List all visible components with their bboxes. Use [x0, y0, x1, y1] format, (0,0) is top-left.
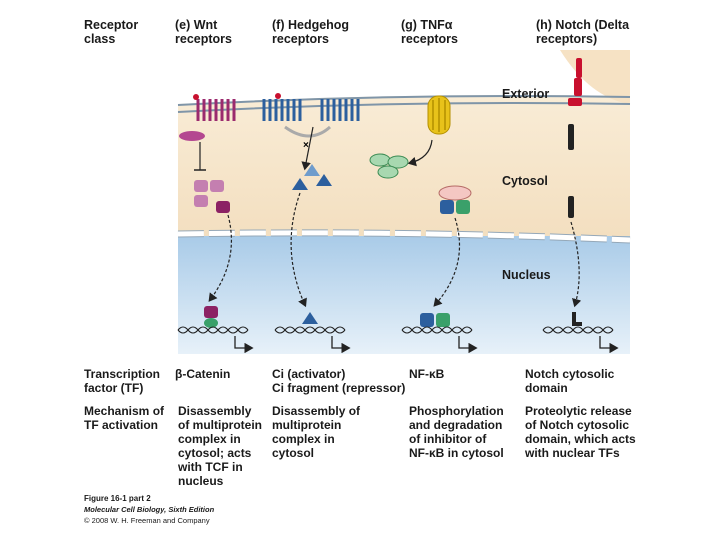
exterior-label: Exterior: [502, 87, 550, 101]
tf-wnt: β-Catenin: [175, 367, 231, 381]
wnt-ligand: [193, 94, 199, 100]
nuclear-envelope: [177, 229, 631, 244]
hedgehog-header: (f) Hedgehog receptors: [272, 18, 350, 46]
book-caption: Molecular Cell Biology, Sixth Edition: [84, 505, 215, 514]
receptor-class-header: Receptor class: [84, 18, 139, 46]
wnt-header: (e) Wnt receptors: [175, 18, 232, 46]
notch-receptor: [568, 58, 582, 218]
cytosol-label: Cytosol: [502, 174, 548, 188]
nucleus-label: Nucleus: [502, 268, 551, 282]
nfkb-inhibitor-complex: [369, 153, 409, 179]
nucleus-region: [178, 236, 630, 354]
mechanism-hedgehog: Disassembly of multiprotein complex in c…: [272, 404, 361, 460]
nfkb-complex: [438, 185, 472, 214]
wnt-complex: [194, 180, 230, 213]
mechanism-wnt: Disassembly of multiprotein complex in c…: [178, 404, 262, 488]
notch-header: (h) Notch (Delta receptors): [536, 18, 630, 46]
plasma-membrane: [177, 95, 631, 106]
transcription-arrows: [234, 336, 619, 354]
hedgehog-complex: [292, 164, 332, 190]
tf-hedgehog: Ci (activator) Ci fragment (repressor): [272, 367, 406, 395]
mechanism-row-label: Mechanism of TF activation: [84, 404, 165, 432]
figure-caption: Figure 16-1 part 2: [84, 494, 151, 503]
mechanism-notch: Proteolytic release of Notch cytosolic d…: [525, 404, 636, 460]
svg-text:×: ×: [303, 140, 309, 151]
tf-notch: Notch cytosolic domain: [525, 367, 615, 395]
mechanism-tnf: Phosphorylation and degradation of inhib…: [409, 404, 504, 460]
dishevelled: [179, 131, 205, 141]
wnt-receptor: [196, 99, 236, 121]
copyright-caption: © 2008 W. H. Freeman and Company: [84, 516, 210, 525]
tf-tnf: NF-κB: [409, 367, 445, 381]
tf-row-label: Transcription factor (TF): [84, 367, 161, 395]
dna-strands: [177, 326, 614, 334]
hedgehog-receptor: [262, 99, 360, 121]
tnf-receptor: [427, 95, 451, 135]
tnf-header: (g) TNFα receptors: [401, 18, 458, 46]
hedgehog-ligand: [275, 93, 281, 99]
